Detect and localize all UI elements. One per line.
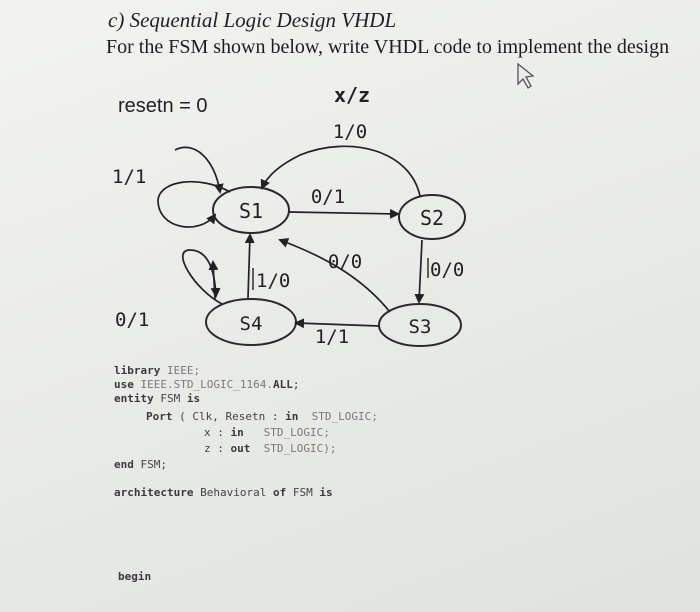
code-z-signal: z :	[204, 442, 231, 455]
code-kw-end: end	[114, 458, 134, 471]
code-port-type-2: STD_LOGIC;	[243, 426, 330, 439]
code-line-port: Port ( Clk, Resetn : in STD_LOGIC;	[146, 410, 378, 423]
code-kw-all: ALL	[272, 378, 293, 391]
code-port-type-3: STD_LOGIC);	[250, 442, 337, 455]
code-kw-out: out	[230, 442, 251, 455]
code-kw-entity: entity	[114, 392, 154, 405]
code-entity-name: FSM	[153, 392, 187, 405]
code-end-name: FSM;	[133, 458, 167, 471]
code-line-entity: entity FSM is	[114, 392, 200, 405]
state-s3	[378, 303, 462, 347]
code-kw-of: of	[272, 486, 287, 499]
label-s4-to-s1: 1/0	[256, 270, 290, 292]
question-title: c) Sequential Logic Design VHDL	[108, 8, 397, 32]
code-x-signal: x :	[204, 426, 231, 439]
state-s1	[212, 186, 290, 234]
code-kw-architecture: architecture	[114, 486, 194, 499]
code-kw-in-2: in	[230, 426, 244, 439]
code-line-z: z : out STD_LOGIC);	[204, 442, 336, 455]
code-kw-in-1: in	[285, 410, 299, 423]
transition-s4-self	[182, 249, 223, 305]
code-library-name: IEEE;	[160, 364, 201, 377]
transition-s1-self	[157, 180, 231, 228]
cursor-icon	[517, 62, 535, 89]
label-s1-to-s2: 0/1	[311, 186, 345, 208]
transition-s2-to-s3	[414, 239, 425, 304]
code-kw-use: use	[114, 378, 134, 391]
code-line-x: x : in STD_LOGIC;	[204, 426, 330, 439]
label-s3-to-s4: 1/1	[315, 326, 349, 348]
code-kw-port: Port	[146, 410, 173, 423]
code-kw-begin: begin	[118, 570, 152, 583]
code-use-end: ;	[292, 378, 300, 391]
code-kw-is: is	[186, 392, 201, 405]
transition-s2-to-s1	[260, 145, 421, 197]
state-s2-label: S2	[420, 206, 444, 230]
transition-s3-to-s4	[294, 318, 380, 329]
label-s4-self: 0/1	[115, 309, 149, 331]
code-port-signals: ( Clk, Resetn :	[172, 410, 286, 423]
transition-s4-to-s1	[244, 233, 255, 299]
state-s1-label: S1	[239, 199, 263, 223]
legend-label: x/z	[334, 83, 370, 107]
state-s4-label: S4	[240, 313, 263, 335]
label-s2-to-s1: 1/0	[333, 121, 367, 143]
state-s3-label: S3	[409, 316, 432, 338]
code-arch-name: Behavioral	[193, 486, 273, 499]
transition-s1-to-s2	[288, 208, 400, 219]
code-line-begin: begin	[118, 570, 151, 583]
transition-s1-up-to-s4	[208, 260, 219, 301]
reset-label: resetn = 0	[118, 95, 208, 117]
code-line-architecture: architecture Behavioral of FSM is	[114, 486, 333, 499]
code-line-end: end FSM;	[114, 458, 167, 471]
code-kw-is-2: is	[319, 486, 333, 499]
code-line-library: library IEEE;	[114, 364, 200, 377]
label-s2-to-s3: 0/0	[430, 259, 464, 281]
code-port-type-1: STD_LOGIC;	[298, 410, 378, 423]
code-use-lib: IEEE.STD_LOGIC_1164.	[133, 378, 273, 391]
code-arch-entity: FSM	[286, 486, 320, 499]
label-s3-to-s1: 0/0	[328, 251, 362, 273]
question-prompt: For the FSM shown below, write VHDL code…	[106, 36, 670, 58]
code-kw-library: library	[114, 364, 161, 377]
label-s1-self: 1/1	[112, 166, 146, 188]
transition-s3-to-s1	[278, 238, 391, 313]
transition-reset	[174, 146, 224, 194]
code-line-use: use IEEE.STD_LOGIC_1164.ALL;	[114, 378, 299, 391]
